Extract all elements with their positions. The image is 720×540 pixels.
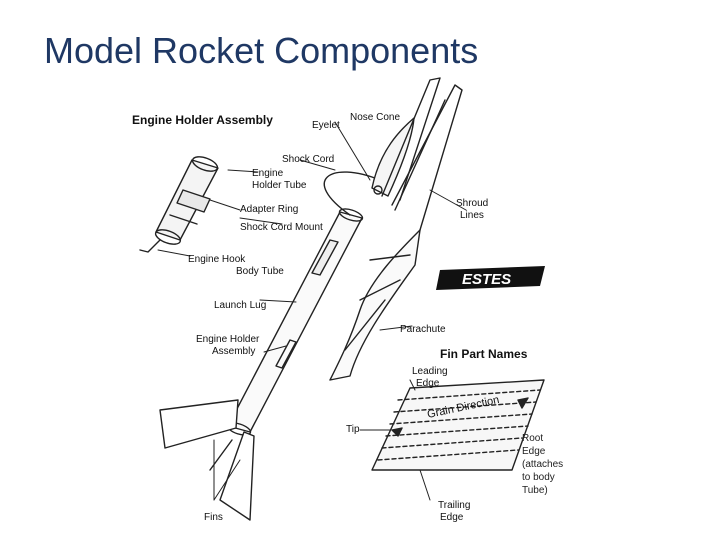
engine-holder-tube-label-line2: Holder Tube: [252, 180, 307, 191]
fins-label: Fins: [204, 512, 223, 523]
nose-cone-drawing: [371, 117, 415, 197]
eyelet-label: Eyelet: [312, 120, 340, 131]
leading-edge-label-line2: Edge: [416, 378, 440, 389]
fin-part-names-heading: Fin Part Names: [440, 347, 528, 361]
shroud-lines-label-line2: Lines: [460, 210, 484, 221]
shroud-lines-label-line1: Shroud: [456, 198, 488, 209]
root-edge-note-line2: Edge: [522, 446, 546, 457]
root-edge-note-line5: Tube): [522, 485, 548, 496]
launch-lug-label: Launch Lug: [214, 300, 266, 311]
body-tube-drawing: [226, 208, 364, 436]
engine-holder-assembly-label-line1: Engine Holder: [196, 334, 260, 345]
tip-label: Tip: [346, 424, 360, 435]
fin-sheet-drawing: [371, 379, 545, 471]
parachute-drawing: [329, 229, 421, 381]
engine-holder-assembly-drawing: [139, 156, 219, 253]
body-tube-label: Body Tube: [236, 266, 284, 277]
shock-cord-mount-label: Shock Cord Mount: [240, 222, 323, 233]
nose-cone-label: Nose Cone: [350, 112, 400, 123]
root-edge-note-line3: (attaches: [522, 459, 564, 470]
shock-cord-label: Shock Cord: [282, 154, 334, 165]
engine-hook-label: Engine Hook: [188, 254, 246, 265]
leading-edge-label-line1: Leading: [412, 366, 448, 377]
trailing-edge-label-line1: Trailing: [438, 500, 470, 511]
slide-title: Model Rocket Components: [44, 30, 479, 71]
parachute-label: Parachute: [400, 324, 446, 335]
root-edge-note-line4: to body: [522, 472, 555, 483]
root-edge-note-line1: Root: [522, 433, 544, 444]
engine-holder-assembly-label-line2: Assembly: [212, 346, 255, 357]
adapter-ring-label: Adapter Ring: [240, 204, 298, 215]
estes-logo: ESTES: [436, 266, 545, 290]
engine-holder-tube-label-line1: Engine: [252, 168, 284, 179]
root-edge-note: Root Edge (attaches to body Tube): [522, 432, 592, 497]
engine-holder-assembly-heading: Engine Holder Assembly: [132, 113, 273, 127]
svg-text:ESTES: ESTES: [462, 271, 511, 288]
shroud-lines-drawing: [381, 77, 463, 231]
shock-cord-drawing: [323, 171, 381, 216]
trailing-edge-label-line2: Edge: [440, 512, 464, 523]
